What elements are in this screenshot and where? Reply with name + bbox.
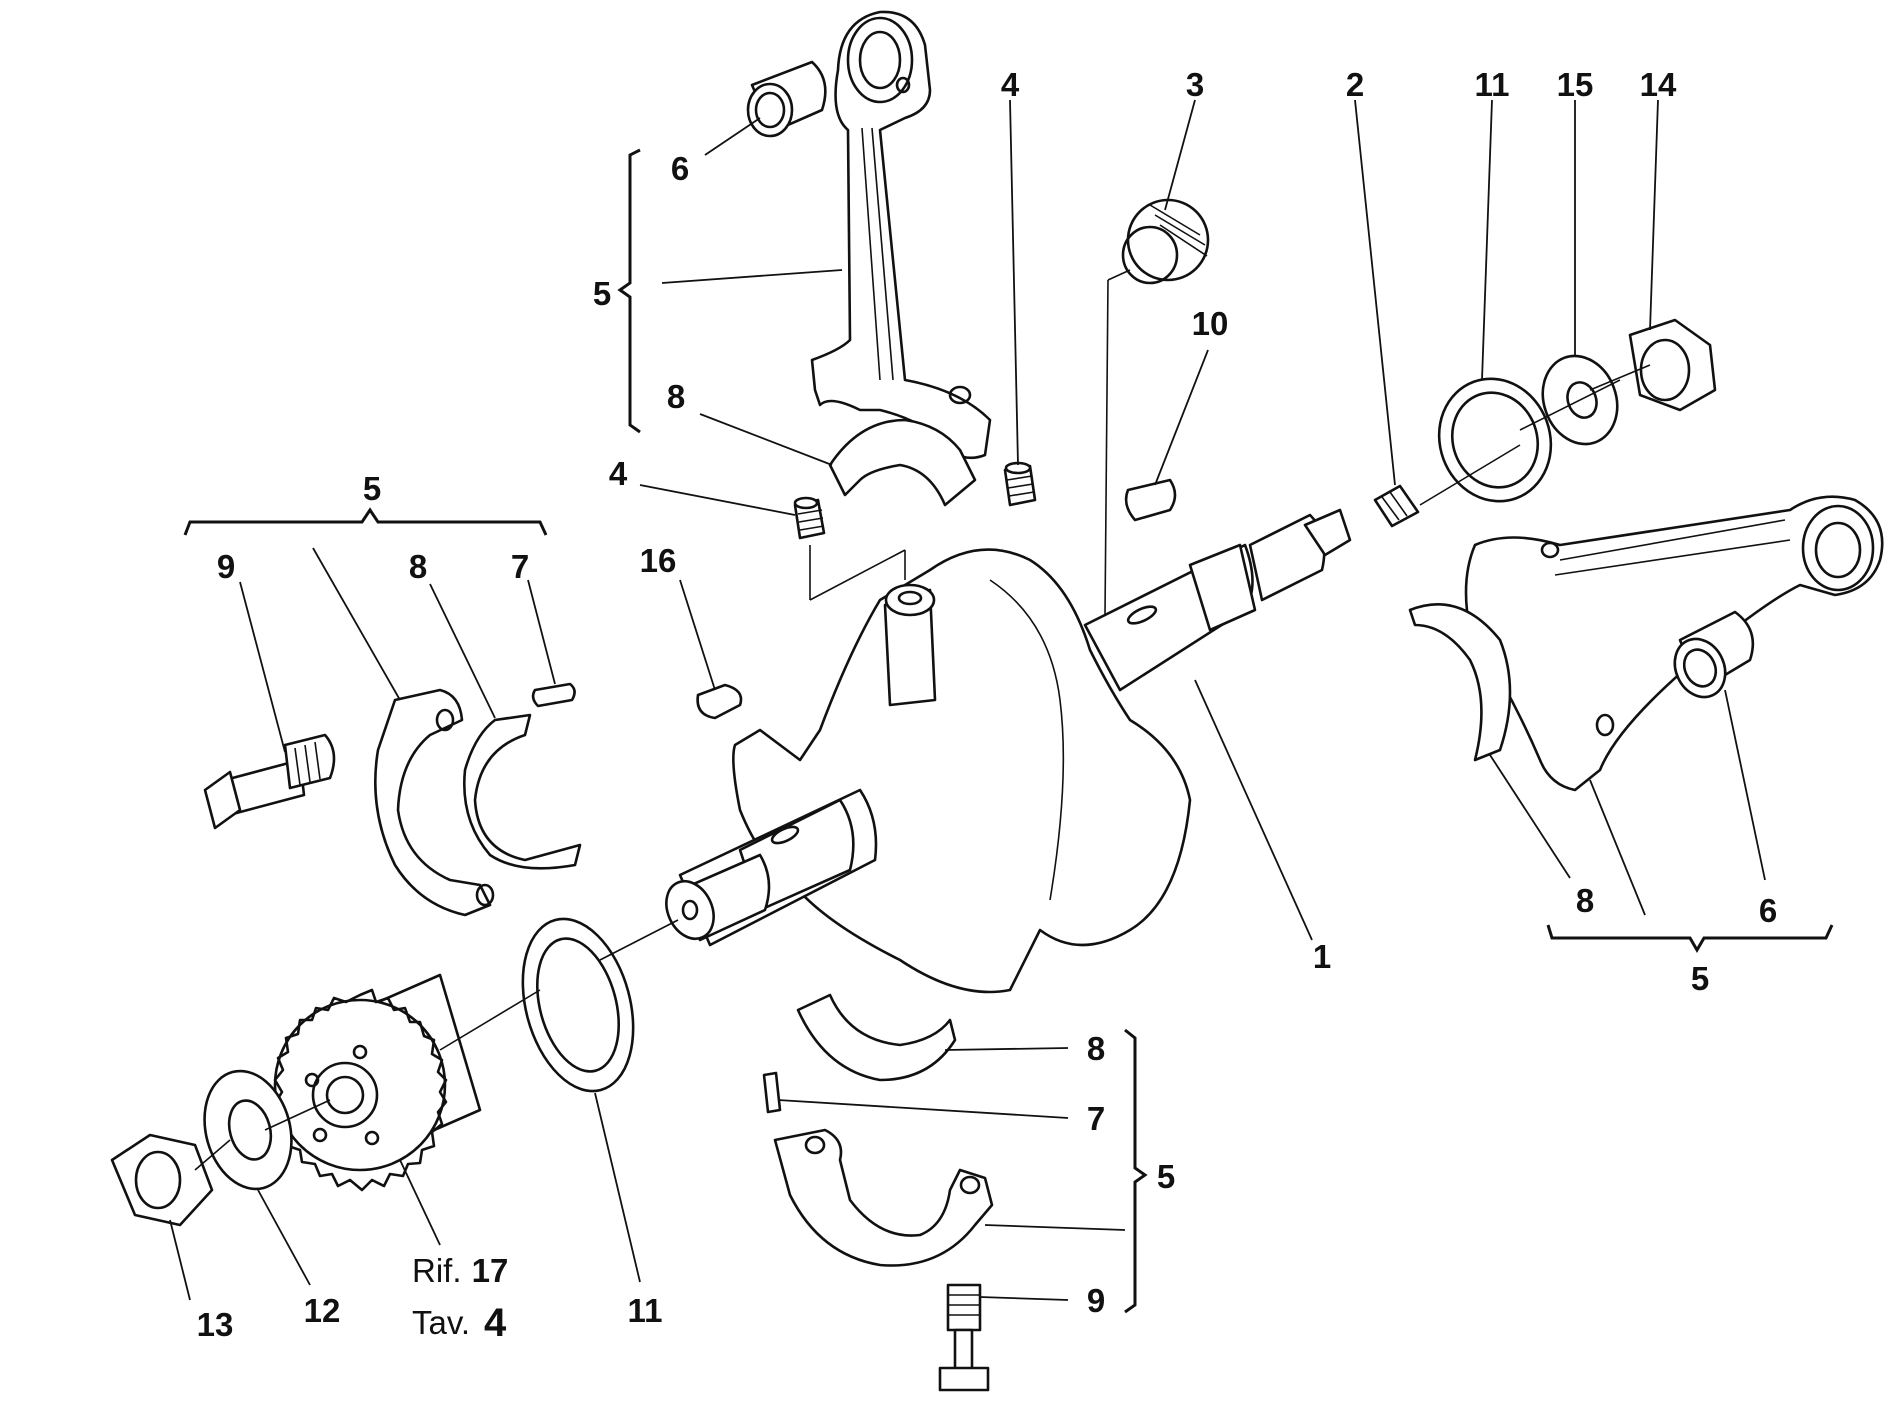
bracket-right bbox=[1546, 924, 1834, 953]
bracket-top bbox=[617, 148, 641, 434]
bracket-bottom bbox=[1124, 1028, 1148, 1314]
crankshaft bbox=[665, 508, 1352, 994]
callout-1: 1 bbox=[1313, 938, 1331, 975]
connecting-rod-cap-left bbox=[373, 688, 495, 917]
callout-5-right: 5 bbox=[1691, 960, 1709, 997]
plug-4-a bbox=[793, 496, 826, 540]
callout-labels: 6 5 8 4 4 3 10 2 11 15 14 5 9 8 7 16 1 8… bbox=[197, 66, 1778, 1343]
plug-2 bbox=[1373, 484, 1420, 528]
callout-4-a: 4 bbox=[1001, 66, 1020, 103]
nut-13 bbox=[110, 1133, 214, 1227]
key-10 bbox=[1124, 478, 1177, 522]
callout-4-b: 4 bbox=[609, 455, 628, 492]
bearing-shell-right bbox=[1408, 602, 1512, 762]
callout-9-left: 9 bbox=[217, 548, 235, 585]
callout-8-top: 8 bbox=[667, 378, 685, 415]
callout-6-top: 6 bbox=[671, 150, 689, 187]
callout-8-left: 8 bbox=[409, 548, 427, 585]
tav-number: 4 bbox=[484, 1301, 507, 1345]
brackets bbox=[183, 148, 1834, 1314]
connecting-rod-cap-bottom bbox=[773, 1128, 994, 1267]
connecting-rod-right bbox=[1464, 495, 1884, 792]
callout-8-right: 8 bbox=[1576, 882, 1594, 919]
callout-2: 2 bbox=[1346, 66, 1364, 103]
bearing-shell-left bbox=[463, 713, 582, 870]
tav-label: Tav. bbox=[412, 1304, 470, 1341]
tab-washer-12 bbox=[203, 1069, 293, 1191]
small-end-bushing-top bbox=[746, 60, 827, 138]
callout-7-left: 7 bbox=[511, 548, 529, 585]
nut-14 bbox=[1628, 318, 1717, 412]
callout-5-bottom: 5 bbox=[1157, 1158, 1175, 1195]
plug-3 bbox=[1121, 198, 1210, 285]
callout-11-top: 11 bbox=[1475, 66, 1510, 103]
thrust-washer-top bbox=[1437, 377, 1553, 503]
dowel-pin-bottom bbox=[762, 1071, 782, 1114]
reference-note: Rif. 17 Tav. 4 bbox=[412, 1252, 508, 1345]
callout-5-top: 5 bbox=[593, 275, 611, 312]
callout-8-bottom: 8 bbox=[1087, 1030, 1105, 1067]
callout-13: 13 bbox=[197, 1306, 234, 1343]
callout-12: 12 bbox=[304, 1292, 341, 1329]
bearing-shell-top bbox=[828, 418, 977, 507]
timing-gear bbox=[273, 973, 482, 1192]
callout-6-right: 6 bbox=[1759, 892, 1777, 929]
dowel-pin-left bbox=[531, 682, 576, 708]
bracket-left bbox=[183, 507, 548, 536]
connecting-rod-upper bbox=[810, 10, 992, 460]
bolt-left bbox=[203, 733, 336, 830]
callout-5-left: 5 bbox=[363, 470, 381, 507]
callout-7-bottom: 7 bbox=[1087, 1100, 1105, 1137]
callout-3: 3 bbox=[1186, 66, 1204, 103]
callout-10: 10 bbox=[1192, 305, 1229, 342]
callout-9-bottom: 9 bbox=[1087, 1282, 1105, 1319]
bearing-shell-bottom bbox=[796, 993, 957, 1082]
small-end-bushing-right bbox=[1673, 610, 1755, 699]
rif-number: 17 bbox=[472, 1252, 509, 1289]
callout-15: 15 bbox=[1557, 66, 1594, 103]
bolt-bottom bbox=[938, 1283, 990, 1392]
callout-14: 14 bbox=[1640, 66, 1677, 103]
leader-lines bbox=[169, 99, 1766, 1301]
rif-label: Rif. bbox=[412, 1252, 462, 1289]
callout-11-bottom: 11 bbox=[628, 1292, 663, 1329]
callout-16: 16 bbox=[640, 542, 677, 579]
thrust-washer-bottom bbox=[521, 917, 635, 1093]
woodruff-key-16 bbox=[696, 683, 743, 720]
plug-4-b bbox=[1003, 461, 1037, 507]
